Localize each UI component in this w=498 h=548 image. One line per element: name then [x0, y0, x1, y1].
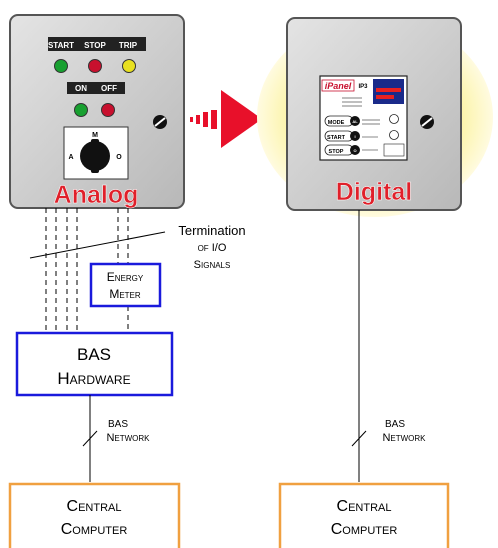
ipanel-dial-icon — [389, 130, 399, 140]
termination-label-line3: Signals — [194, 259, 231, 271]
trip-indicator-light — [122, 59, 136, 73]
selector-o-label: O — [116, 154, 122, 161]
central-computer-left-line1: Central — [67, 498, 122, 515]
central-computer-right-line1: Central — [337, 498, 392, 515]
onoff-label-strip — [67, 82, 125, 94]
ipanel-controller: iPanel IP3 MODE AL START I STOP O — [319, 75, 408, 161]
ipanel-legend-box — [383, 143, 405, 157]
ipanel-stop-key-label: O — [353, 148, 356, 153]
ipanel-stop-label: STOP — [329, 149, 344, 155]
bas-network-left-line1: BAS — [108, 419, 128, 430]
analog-title: Analog — [54, 181, 139, 209]
start-label: START — [48, 41, 74, 50]
ipanel-start-key-label: I — [354, 134, 355, 139]
bas-network-slash-left — [82, 430, 98, 447]
ipanel-mode-key-label: AL — [352, 119, 358, 124]
upgrade-arrow — [190, 90, 262, 148]
termination-slash — [29, 231, 166, 259]
selector-a-label: A — [68, 154, 73, 161]
bas-network-slash-right — [351, 430, 367, 447]
energy-meter-label-line2: Meter — [109, 287, 141, 301]
central-computer-box-right — [278, 482, 450, 548]
status-label-strip — [48, 37, 146, 51]
arrow-dash — [190, 117, 193, 122]
ipanel-display-readout — [376, 88, 401, 92]
ipanel-logo-box — [321, 79, 355, 92]
bas-network-right-line1: BAS — [385, 419, 405, 430]
termination-label-line2: of I/O — [198, 242, 227, 254]
digital-panel: iPanel IP3 MODE AL START I STOP O — [257, 17, 493, 217]
stop-label: STOP — [84, 41, 106, 50]
central-computer-left-line2: Computer — [61, 521, 128, 538]
ipanel-model: IP3 — [358, 84, 368, 90]
arrow-dash — [196, 115, 200, 124]
off-pushbutton — [101, 103, 115, 117]
digital-title: Digital — [336, 178, 412, 206]
central-computer-box-left — [8, 482, 181, 548]
ipanel-dial-icon — [389, 114, 399, 124]
bas-hardware-label-line1: BAS — [77, 345, 111, 364]
analog-enclosure — [9, 14, 185, 209]
ipanel-start-key — [350, 131, 360, 141]
ipanel-stop-key — [350, 145, 360, 155]
arrow-dash — [203, 112, 208, 127]
on-label: ON — [75, 84, 87, 93]
ipanel-start-label: START — [327, 135, 346, 141]
bas-network-right-line2: Network — [382, 432, 426, 444]
analog-panel: START STOP TRIP ON OFF M A O Analog — [9, 14, 185, 209]
bas-hardware-box — [15, 331, 174, 397]
trip-label: TRIP — [119, 41, 138, 50]
digital-lock-slot — [421, 117, 433, 127]
energy-meter-box — [89, 262, 162, 308]
arrow-head — [221, 90, 262, 148]
on-pushbutton — [74, 103, 88, 117]
stop-indicator-light — [88, 59, 102, 73]
ipanel-mode-label: MODE — [328, 120, 345, 126]
bas-network-left-line2: Network — [106, 432, 150, 444]
bas-hardware-label-line2: Hardware — [57, 369, 130, 388]
energy-meter-label-line1: Energy — [107, 270, 144, 284]
start-indicator-light — [54, 59, 68, 73]
ipanel-display-readout — [376, 95, 394, 99]
selector-switch-handle — [91, 139, 99, 173]
ipanel-brand: iPanel — [325, 81, 352, 91]
termination-label-line1: Termination — [178, 223, 245, 238]
selector-m-label: M — [92, 132, 98, 139]
io-wiring — [29, 208, 166, 333]
off-label: OFF — [101, 84, 117, 93]
analog-lock-slot — [154, 117, 166, 127]
central-computer-right-line2: Computer — [331, 521, 398, 538]
ipanel-mode-key — [350, 116, 360, 126]
arrow-dash — [211, 110, 217, 129]
